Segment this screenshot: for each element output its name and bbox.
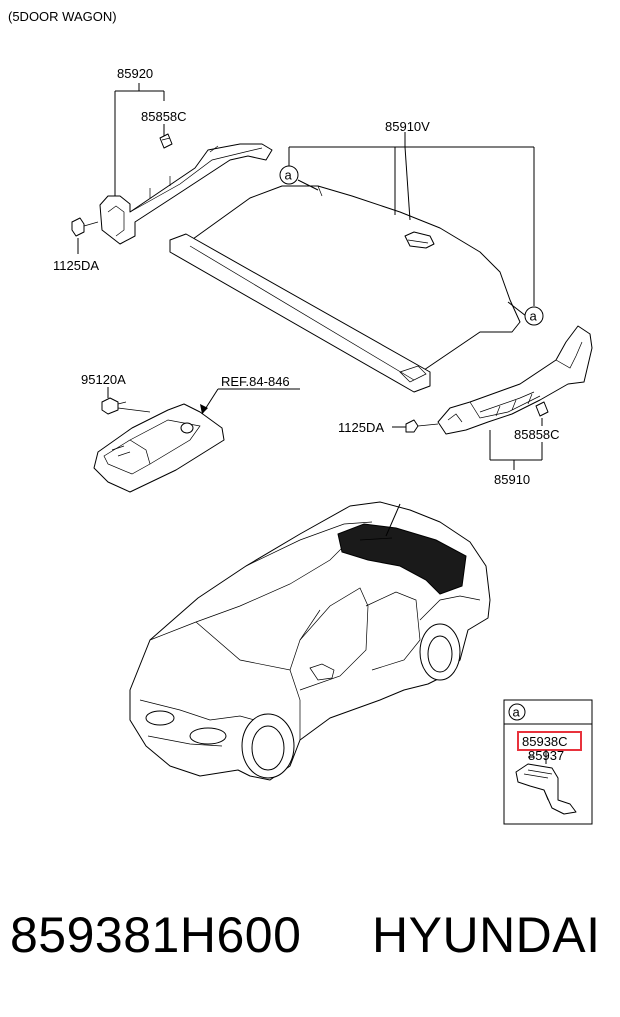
trim-panel-ref [93,403,225,493]
marker-a-cover-right: a [524,306,544,326]
part-number: 859381H600 [10,907,302,963]
leader-85920 [77,83,165,254]
leader-85910v [288,132,535,317]
brand-name: HYUNDAI [372,907,601,963]
svg-text:a: a [530,309,538,324]
callout-85920: 85920 [117,66,153,81]
bracket-85920 [99,143,273,245]
callout-1125da-right: 1125DA [338,420,384,435]
callout-85858c-right: 85858C [514,427,560,442]
lamp-95120a [101,397,151,415]
marker-a-cover-left: a [279,165,299,185]
footer: 859381H600 HYUNDAI [10,906,610,976]
bracket-85910 [437,325,593,435]
callout-95120a: 95120A [81,372,126,387]
car-illustration [129,501,491,781]
luggage-cover-85910v [169,185,521,393]
callout-85910v: 85910V [385,119,430,134]
callout-85858c-top: 85858C [141,109,187,124]
callout-ref-84-846: REF.84-846 [221,374,290,389]
screw-1125da-right [405,419,439,433]
detail-part-85938c: 85938C [522,734,568,749]
callout-1125da-left: 1125DA [53,258,99,273]
clip-85858c-right [535,401,549,417]
svg-text:a: a [285,168,293,183]
detail-part-85937: 85937 [528,748,564,763]
leader-85910 [392,418,543,470]
screw-1125da-left [71,217,99,237]
variant-label: (5DOOR WAGON) [8,9,117,24]
detail-box-a: a 85938C 85937 [503,699,593,825]
detail-box-marker: a [513,705,521,720]
callout-85910: 85910 [494,472,530,487]
clip-85858c-top [159,133,173,149]
leader-95120a [107,387,300,415]
highlight-frame [517,731,582,751]
